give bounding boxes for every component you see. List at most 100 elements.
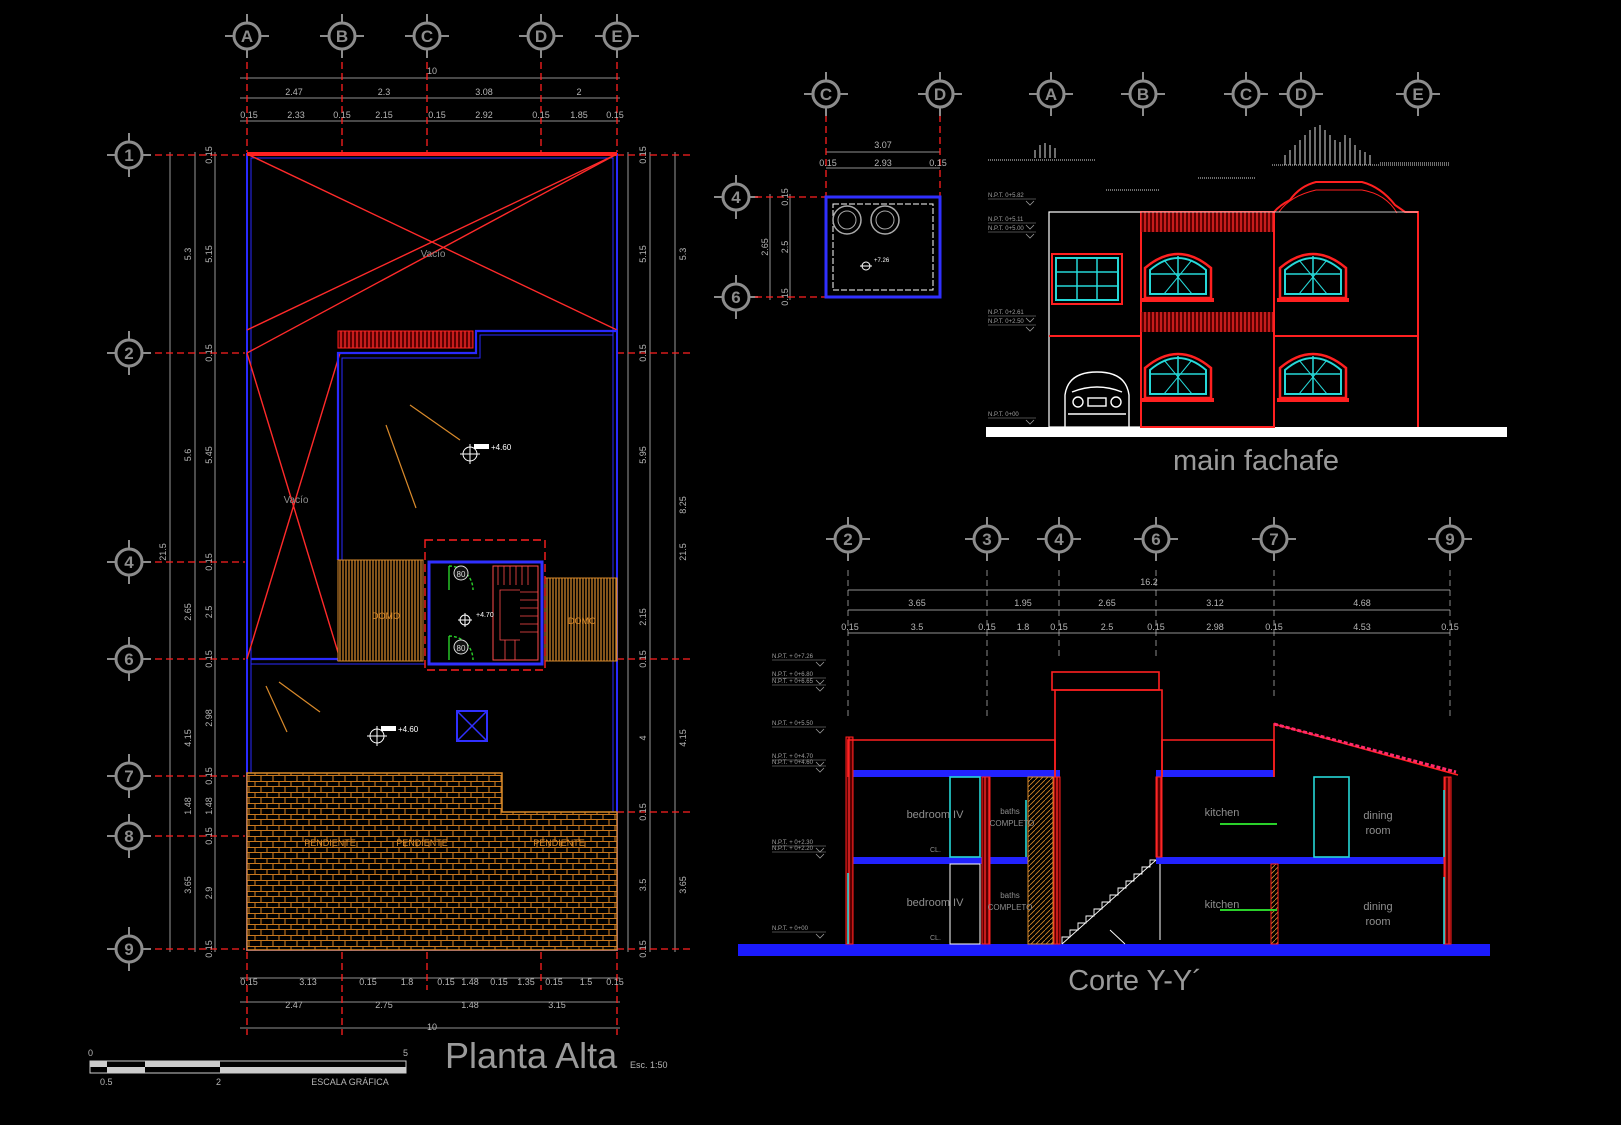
svg-text:4: 4 xyxy=(1054,530,1064,549)
plan-dim-left-sub: 0.15 xyxy=(204,553,214,571)
plan-dim-bottom-total: 10 xyxy=(427,1022,437,1032)
svg-text:9: 9 xyxy=(124,940,133,959)
svg-text:0: 0 xyxy=(88,1048,93,1058)
plan-dim-left-sub: 2.5 xyxy=(204,606,214,619)
svg-text:A: A xyxy=(241,27,253,46)
section-axis-7: 7 xyxy=(1252,517,1296,561)
section-level-mark: N.P.T. + 0+5.50 xyxy=(772,721,826,734)
plan-dim-bottom-sub: 0.15 xyxy=(437,977,455,987)
void-label-left: Vacío xyxy=(284,495,309,506)
svg-text:D: D xyxy=(1295,85,1307,104)
plan-dim-top-sub: 0.15 xyxy=(240,110,258,120)
tank-dim-top-sub: 0.15 xyxy=(819,158,837,168)
closet-lower: CL. xyxy=(930,935,941,942)
arched-windows xyxy=(1142,252,1349,402)
plan-dim-left-sub: 0.15 xyxy=(204,146,214,164)
scale-bar-label: ESCALA GRÁFICA xyxy=(311,1077,389,1087)
svg-text:N.P.T. + 0+6.80: N.P.T. + 0+6.80 xyxy=(772,672,814,678)
room-bath-lower-1: baths xyxy=(1000,891,1020,900)
svg-text:4: 4 xyxy=(731,188,741,207)
facade-axis-C: C xyxy=(804,72,848,116)
section-level-mark: N.P.T. + 0+6.80 xyxy=(772,672,826,685)
section-axis-2: 2 xyxy=(826,517,870,561)
svg-text:D: D xyxy=(934,85,946,104)
axis-bubble-9: 9 xyxy=(107,927,151,971)
section-dim-sub: 0.15 xyxy=(1147,622,1165,632)
room-bath-lower-2: COMPLETO xyxy=(988,903,1033,912)
tank-dim-top-total: 3.07 xyxy=(874,140,892,150)
facade-level-mark: N.P.T. 0+2.61 xyxy=(988,310,1036,323)
svg-text:6: 6 xyxy=(731,288,740,307)
plan-dim-top: 2 xyxy=(576,87,581,97)
plan-dim-left-sub: 2.9 xyxy=(204,887,214,900)
facade-axis-D: D xyxy=(1279,72,1323,116)
water-tank-plan: CD46 +7.26 3.070.152.930.152.650.152.50.… xyxy=(714,72,962,319)
svg-text:9: 9 xyxy=(1445,530,1454,549)
tank-dim-left-sub: 0.15 xyxy=(780,188,790,206)
plan-dim-left-sub: 5.15 xyxy=(204,245,214,263)
svg-text:N.P.T. 0+2.50: N.P.T. 0+2.50 xyxy=(988,319,1024,325)
pendiente-label-3: PENDIENTE xyxy=(533,838,585,848)
tank-dim-top-sub: 2.93 xyxy=(874,158,892,168)
facade-level-mark: N.P.T. 0+2.50 xyxy=(988,319,1036,332)
section-axis-4: 4 xyxy=(1037,517,1081,561)
section-dim: 1.95 xyxy=(1014,598,1032,608)
svg-text:E: E xyxy=(1412,85,1423,104)
room-dining-lower-1: dining xyxy=(1363,901,1392,913)
room-dining-upper-1: dining xyxy=(1363,810,1392,822)
plan-dim-bottom: 3.15 xyxy=(548,1000,566,1010)
plan-dim-right-sub: 0.15 xyxy=(638,344,648,362)
graphic-scale-bar: 0 5 0.5 2 ESCALA GRÁFICA xyxy=(88,1048,408,1087)
plan-dim-left-sub: 1.48 xyxy=(204,797,214,815)
plan-dim-left-sub: 2.98 xyxy=(204,709,214,727)
plan-dim-bottom: 2.47 xyxy=(285,1000,303,1010)
void-label-top: Vacío xyxy=(421,249,446,260)
plan-dim-left-sub: 0.15 xyxy=(204,650,214,668)
plan-dim-right-sub: 0.15 xyxy=(638,803,648,821)
facade-level-mark: N.P.T. 0+5.11 xyxy=(988,217,1036,230)
section-level-mark: N.P.T. + 0+7.26 xyxy=(772,654,826,667)
plan-dim-left: 5.6 xyxy=(183,449,193,462)
plan-dim-top-sub: 2.92 xyxy=(475,110,493,120)
plan-dim-top: 2.47 xyxy=(285,87,303,97)
svg-text:+4.70: +4.70 xyxy=(476,612,494,619)
plan-dim-bottom: 1.48 xyxy=(461,1000,479,1010)
section-dim-sub: 0.15 xyxy=(841,622,859,632)
plan-dim-top-sub: 0.15 xyxy=(333,110,351,120)
axis-bubble-B: B xyxy=(320,14,364,58)
plan-dim-left-sub: 0.15 xyxy=(204,767,214,785)
section-dim-sub: 0.15 xyxy=(1050,622,1068,632)
plan-dim-left: 3.65 xyxy=(183,876,193,894)
tank-level-marker: +7.26 xyxy=(860,258,890,271)
axis-bubble-C: C xyxy=(405,14,449,58)
plan-dim-bottom: 2.75 xyxy=(375,1000,393,1010)
tank-dim-left-total: 2.65 xyxy=(760,238,770,256)
section-dim-sub: 0.15 xyxy=(978,622,996,632)
plan-dim-left: 2.65 xyxy=(183,603,193,621)
arched-window xyxy=(1142,252,1214,302)
svg-text:2: 2 xyxy=(124,344,133,363)
svg-text:N.P.T. + 0+00: N.P.T. + 0+00 xyxy=(772,926,809,932)
plan-dim-top-total: 10 xyxy=(427,66,437,76)
plan-dim-left: 5.3 xyxy=(183,248,193,261)
svg-text:3: 3 xyxy=(982,530,991,549)
plan-dim-bottom-sub: 0.15 xyxy=(545,977,563,987)
section-dim: 2.65 xyxy=(1098,598,1116,608)
svg-text:N.P.T. + 0+2.20: N.P.T. + 0+2.20 xyxy=(772,846,814,852)
svg-text:1: 1 xyxy=(124,146,133,165)
svg-text:C: C xyxy=(421,27,433,46)
closet-upper: CL. xyxy=(930,847,941,854)
section-level-mark: N.P.T. + 0+6.65 xyxy=(772,679,826,692)
section-axis-3: 3 xyxy=(965,517,1009,561)
tank-dim-left-sub: 2.5 xyxy=(780,241,790,254)
section-y-y: 2 3 4 6 7 9 xyxy=(738,517,1490,997)
section-axis-6: 6 xyxy=(1134,517,1178,561)
svg-text:N.P.T. + 0+7.26: N.P.T. + 0+7.26 xyxy=(772,654,814,660)
room-bedroom-upper: bedroom IV xyxy=(907,809,965,821)
plan-dim-top-sub: 0.15 xyxy=(606,110,624,120)
section-title: Corte Y-Y´ xyxy=(1068,965,1202,997)
plan-dim-top-sub: 0.15 xyxy=(532,110,550,120)
plan-dim-bottom-sub: 0.15 xyxy=(606,977,624,987)
